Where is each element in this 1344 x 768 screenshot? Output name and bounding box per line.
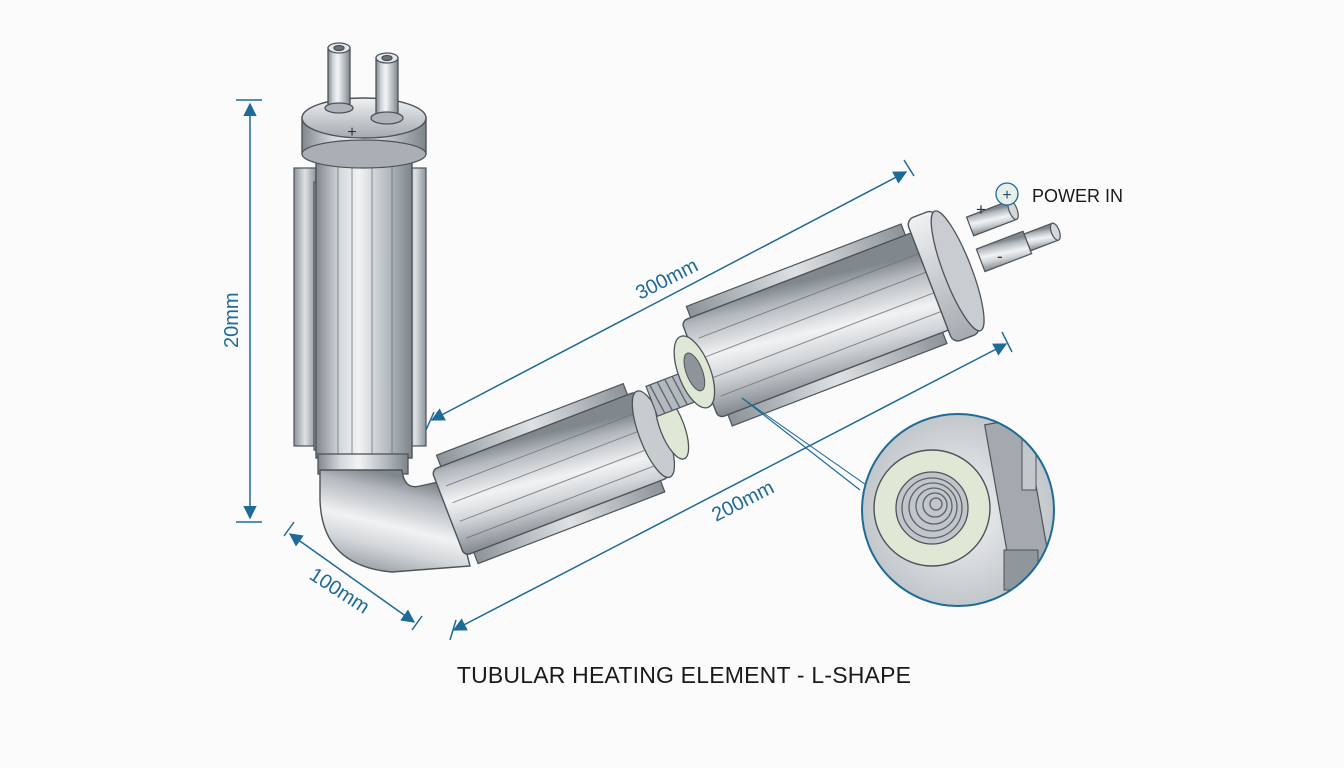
- power-badge-sign: +: [1002, 187, 1011, 204]
- right-plus-sign: +: [976, 200, 986, 219]
- vertical-leg: +: [293, 42, 427, 475]
- dim-bend: [288, 533, 416, 623]
- right-terminal-pins: + -: [965, 199, 1061, 273]
- vertical-tube-body: [315, 149, 413, 459]
- diagram-caption: TUBULAR HEATING ELEMENT - L-SHAPE: [456, 662, 912, 688]
- magnifier-callout-icon: [861, 413, 1055, 607]
- dim-lower: [452, 343, 1008, 631]
- upper-finned-section: [673, 210, 985, 427]
- dimension-lines: [236, 99, 1013, 641]
- right-minus-sign: -: [997, 247, 1003, 266]
- top-end-cap: +: [301, 97, 427, 169]
- dim-label-bend: 100mm: [305, 564, 373, 619]
- dim-label-vertical: 20mm: [221, 292, 243, 348]
- dim-label-lower: 200mm: [708, 477, 777, 527]
- power-plus-badge-icon: +: [995, 182, 1019, 206]
- top-plus-sign: +: [347, 124, 356, 141]
- callout-leader-line: [741, 397, 861, 491]
- power-in-label: POWER IN: [1032, 186, 1123, 206]
- terminal-pin-icon: [324, 42, 404, 125]
